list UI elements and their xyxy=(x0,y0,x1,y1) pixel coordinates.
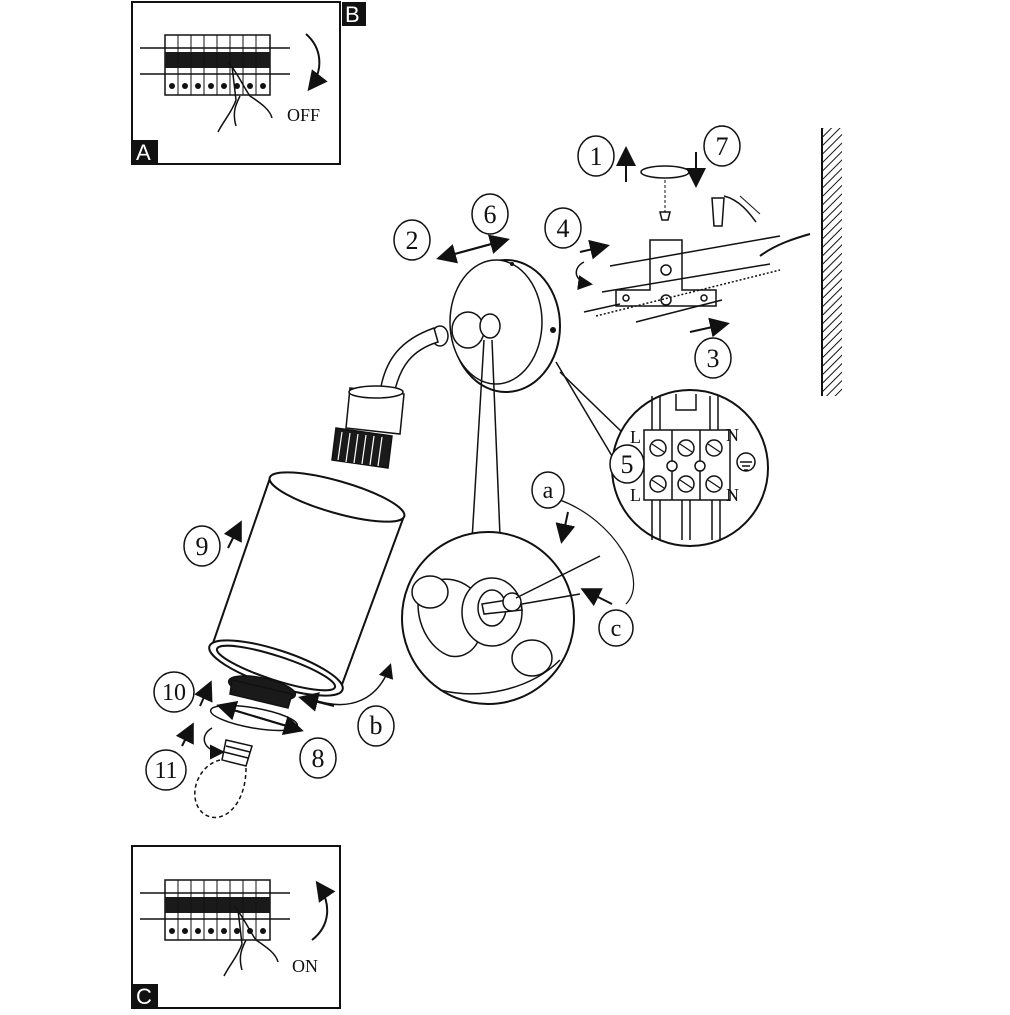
corner-box-top xyxy=(342,2,366,26)
light-bulb-icon xyxy=(194,739,253,819)
sub-step-b: b xyxy=(370,711,383,740)
hand-icon xyxy=(217,61,273,133)
curved-arrow-up-icon xyxy=(311,880,336,941)
step-5: 5 xyxy=(621,450,634,479)
step-4: 4 xyxy=(557,214,570,243)
corner-box-bottom-c xyxy=(132,984,158,1008)
breaker-block-on xyxy=(140,879,290,941)
rotate-arrow-icon xyxy=(575,261,593,290)
wall-plug-icon xyxy=(711,195,811,257)
arrow-left-icon xyxy=(580,588,613,607)
corner-box-bottom xyxy=(132,140,158,164)
step-labels xyxy=(145,125,741,791)
step-11: 11 xyxy=(154,758,177,784)
terminal-label-l-bottom: L xyxy=(630,485,641,505)
step-6: 6 xyxy=(484,200,497,229)
panel-breaker-off: B A OFF xyxy=(131,1,366,165)
mounting-bracket xyxy=(583,235,781,323)
arrow-right-icon xyxy=(579,239,610,260)
off-label: OFF xyxy=(287,105,320,125)
step-9: 9 xyxy=(196,532,209,561)
on-label: ON xyxy=(292,956,318,976)
lamp-arm xyxy=(379,327,439,395)
corner-letter-b: B xyxy=(345,2,360,27)
wall-icon xyxy=(821,128,842,396)
arrow-left-icon xyxy=(298,692,335,712)
step-7: 7 xyxy=(716,132,729,161)
sub-step-a: a xyxy=(543,478,554,504)
joint-zoom-detail xyxy=(401,339,635,705)
swivel-joint xyxy=(431,311,501,349)
sub-step-c: c xyxy=(611,616,622,642)
step-3: 3 xyxy=(707,344,720,373)
terminal-block-detail: L L N N xyxy=(555,361,769,547)
arrow-down-icon xyxy=(555,511,576,544)
arrow-right-icon xyxy=(689,317,730,338)
corner-letter-c: C xyxy=(136,984,152,1009)
step-2: 2 xyxy=(406,226,419,255)
curved-arrow-down-icon xyxy=(305,33,328,92)
arrow-up-icon xyxy=(175,722,194,747)
corner-letter-a: A xyxy=(136,140,151,165)
lamp-holder xyxy=(331,385,405,469)
terminal-label-l-top: L xyxy=(630,427,641,447)
terminal-label-n-bottom: N xyxy=(726,485,739,505)
step-10: 10 xyxy=(162,680,186,706)
terminal-label-n-top: N xyxy=(726,425,739,445)
hand-icon xyxy=(223,905,279,977)
arrow-up-icon xyxy=(194,680,213,707)
lamp-shade xyxy=(208,471,406,697)
step-1: 1 xyxy=(590,142,603,171)
screw-icon xyxy=(640,165,690,221)
step-8: 8 xyxy=(312,744,325,773)
rotate-arrow-icon xyxy=(203,727,225,760)
arrow-double-icon xyxy=(436,239,507,264)
arrow-up-icon xyxy=(223,520,242,549)
arrow-left-icon xyxy=(216,701,301,731)
panel-breaker-on: C ON xyxy=(131,845,341,1009)
